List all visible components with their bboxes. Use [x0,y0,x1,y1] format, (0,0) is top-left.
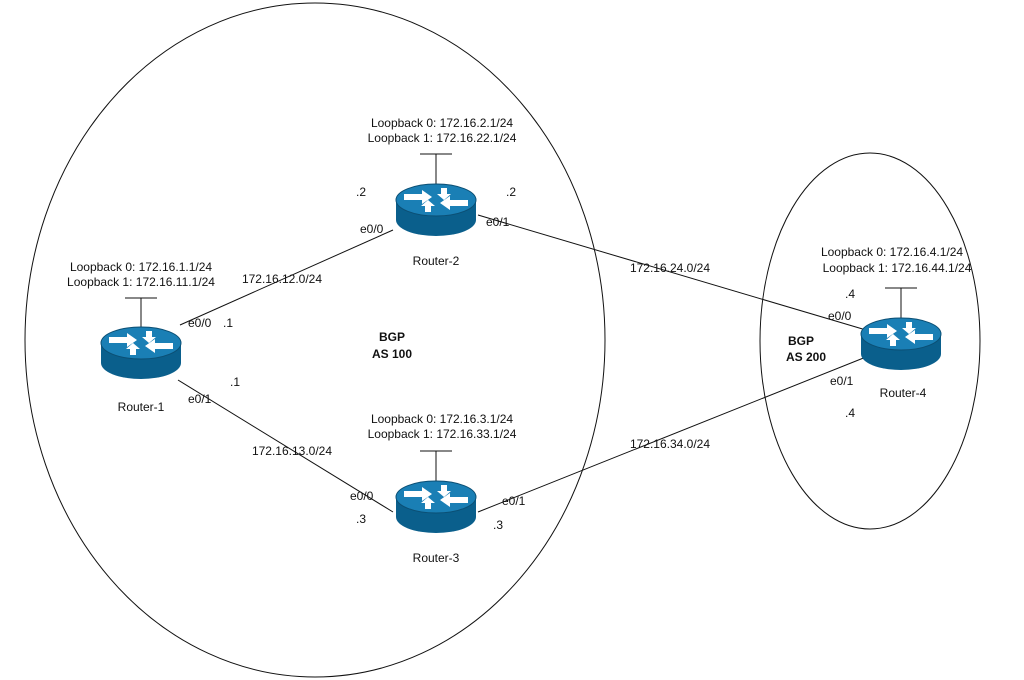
loopback-stub-r3 [420,450,452,481]
subnet-r3-r4: 172.16.34.0/24 [630,437,710,451]
router-2[interactable]: Router-2 [395,183,477,268]
router-1-loopback-1: Loopback 1: 172.16.11.1/24 [67,275,215,289]
router-4-label: Router-4 [880,386,927,400]
host-r3-r4: .3 [493,518,503,532]
if-r1-e0-0: e0/0 [188,316,212,330]
link-r3-r4 [477,356,867,513]
loopback-stub-r1 [125,297,157,327]
router-icon [100,326,182,380]
loopback-stub-r2 [420,153,452,184]
link-r1-r3 [177,379,394,513]
as200-asn: AS 200 [786,350,826,364]
host-r3-r1: .3 [356,512,366,526]
router-2-loopback-0: Loopback 0: 172.16.2.1/24 [371,116,513,130]
link-r1-r2 [179,229,394,326]
subnet-r1-r3: 172.16.13.0/24 [252,444,332,458]
if-r4-e0-1: e0/1 [830,374,854,388]
as100-boundary [24,2,606,678]
router-icon [860,317,942,371]
if-r4-e0-0: e0/0 [828,309,852,323]
router-3-loopback-0: Loopback 0: 172.16.3.1/24 [371,412,513,426]
router-2-loopback-1: Loopback 1: 172.16.22.1/24 [368,131,517,145]
link-r2-r4 [477,214,867,331]
router-1-label: Router-1 [118,400,165,414]
if-r1-e0-1: e0/1 [188,392,212,406]
host-r2-r1: .2 [356,185,366,199]
if-r2-e0-1: e0/1 [486,215,510,229]
host-r4-r2: .4 [845,287,855,301]
host-r2-r4: .2 [506,185,516,199]
subnet-r1-r2: 172.16.12.0/24 [242,272,322,286]
router-1-loopback-0: Loopback 0: 172.16.1.1/24 [70,260,212,274]
as100-asn: AS 100 [372,347,412,361]
router-2-label: Router-2 [413,254,460,268]
loopback-stub-r4 [885,287,917,318]
as100-title: BGP [379,330,405,344]
router-icon [395,183,477,237]
host-r4-r3: .4 [845,406,855,420]
router-icon [395,480,477,534]
router-3[interactable]: Router-3 [395,480,477,565]
router-1[interactable]: Router-1 [100,326,182,414]
router-4-loopback-1: Loopback 1: 172.16.44.1/24 [823,261,972,275]
if-r3-e0-0: e0/0 [350,489,374,503]
as200-boundary [759,152,981,530]
as200-title: BGP [788,334,814,348]
router-3-loopback-1: Loopback 1: 172.16.33.1/24 [368,427,517,441]
router-4-loopback-0: Loopback 0: 172.16.4.1/24 [821,245,963,259]
host-r1-r2: .1 [223,316,233,330]
router-4[interactable]: Router-4 [860,317,942,400]
host-r1-r3: .1 [230,375,240,389]
router-3-label: Router-3 [413,551,460,565]
subnet-r2-r4: 172.16.24.0/24 [630,261,710,275]
if-r3-e0-1: e0/1 [502,494,526,508]
if-r2-e0-0: e0/0 [360,222,384,236]
